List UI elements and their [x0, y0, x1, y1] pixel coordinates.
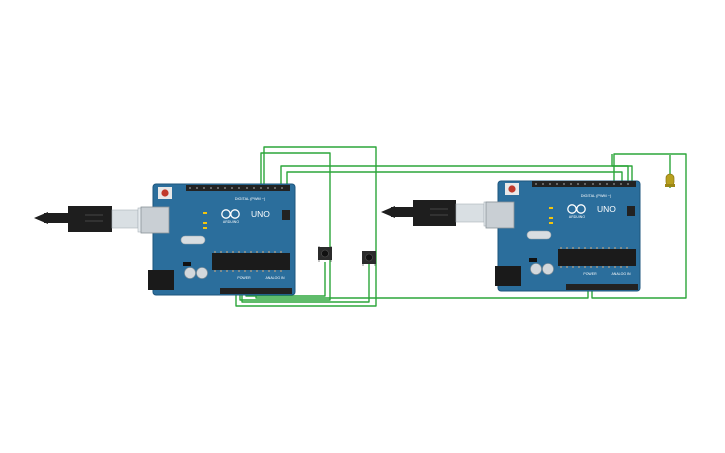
power-header-label-right: POWER — [583, 272, 597, 276]
board-brand-left: ARDUINO — [223, 220, 239, 224]
pushbutton-2[interactable] — [362, 251, 376, 266]
wire-link-2[interactable] — [286, 171, 623, 186]
wire-d-to-button-2[interactable] — [235, 146, 377, 307]
arduino-board-right[interactable]: DIGITAL (PWM ~) UNO ARDUINO POWER ANALOG… — [485, 180, 641, 292]
capacitor-left-2 — [196, 267, 208, 279]
pushbutton-1[interactable] — [318, 246, 332, 262]
digital-header-label-left: DIGITAL (PWM ~) — [235, 197, 266, 201]
capacitor-left-1 — [184, 267, 196, 279]
arduino-board-left[interactable]: DIGITAL (PWM ~) UNO ARDUINO POWER ANALOG… — [140, 183, 296, 296]
power-jack-right — [495, 266, 521, 286]
mcu-chip-left — [212, 253, 290, 270]
wire-button-2-gnd[interactable] — [241, 262, 370, 303]
wire-link-1[interactable] — [280, 165, 629, 186]
usb-jack-left — [140, 206, 170, 234]
power-jack-left — [148, 270, 174, 290]
board-model-left: UNO — [251, 209, 270, 219]
wire-d-to-button-1[interactable] — [239, 152, 331, 301]
analog-header-right[interactable] — [604, 284, 638, 290]
wire-led-anode[interactable] — [591, 153, 687, 299]
digital-header-label-right: DIGITAL (PWM ~) — [581, 194, 612, 198]
capacitor-right-1 — [530, 263, 542, 275]
board-model-right: UNO — [597, 204, 616, 214]
usb-jack-right — [485, 201, 515, 229]
power-header-right[interactable] — [566, 284, 610, 290]
capacitor-right-2 — [542, 263, 554, 275]
mcu-chip-right — [558, 249, 636, 266]
analog-header-label-right: ANALOG IN — [611, 272, 631, 276]
power-header-label-left: POWER — [237, 276, 251, 280]
wire-led-signal[interactable] — [611, 154, 633, 183]
power-header-left[interactable] — [220, 288, 264, 294]
led[interactable] — [665, 173, 675, 187]
analog-header-label-left: ANALOG IN — [265, 276, 285, 280]
board-brand-right: ARDUINO — [569, 215, 585, 219]
analog-header-left[interactable] — [258, 288, 292, 294]
